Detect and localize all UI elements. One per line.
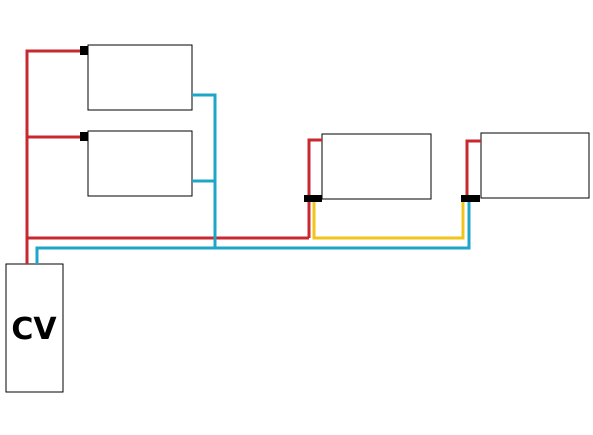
- valve-radiator-1: [80, 46, 88, 55]
- radiator-4: [480, 132, 590, 199]
- valve-radiator-3: [304, 195, 322, 202]
- return-pipe-radiator-1: [192, 93, 217, 248]
- valve-radiator-4: [461, 195, 480, 202]
- boiler-box: [5, 263, 64, 393]
- boiler-label: CV: [11, 312, 57, 347]
- radiator-2: [87, 130, 193, 197]
- radiator-3: [321, 133, 432, 200]
- yellow-pipe: [312, 198, 465, 240]
- supply-pipe-radiator-3: [307, 138, 322, 238]
- valve-radiator-2: [80, 132, 88, 141]
- supply-pipe-main: [25, 49, 84, 264]
- return-pipe-main: [35, 198, 471, 264]
- supply-pipe-radiator-4: [465, 139, 481, 198]
- radiator-1: [87, 44, 193, 111]
